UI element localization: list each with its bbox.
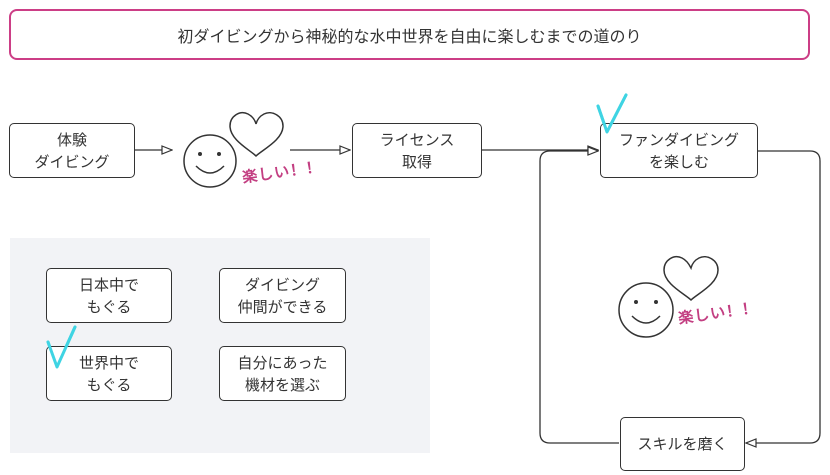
node-skill: スキルを磨く <box>620 417 745 471</box>
arrow-fun-to-skill <box>746 150 821 443</box>
panel-item-friends: ダイビング 仲間ができる <box>219 268 346 323</box>
check-mark-icon <box>46 325 77 369</box>
node-trial-diving: 体験 ダイビング <box>9 123 135 178</box>
smiley-icon <box>618 282 674 338</box>
panel-item-japan: 日本中で もぐる <box>46 268 172 323</box>
node-license: ライセンス 取得 <box>352 123 482 178</box>
heart-icon <box>663 256 719 302</box>
smiley-icon <box>183 134 237 188</box>
diagram-title: 初ダイビングから神秘的な水中世界を自由に楽しむまでの道のり <box>9 9 810 60</box>
panel-item-gear: 自分にあった 機材を選ぶ <box>219 346 346 401</box>
arrow-skill-to-fun <box>539 151 619 444</box>
heart-icon <box>229 112 284 158</box>
panel-item-world: 世界中で もぐる <box>46 346 172 401</box>
check-mark-icon <box>596 93 628 134</box>
node-fun-diving: ファンダイビング を楽しむ <box>600 123 758 178</box>
